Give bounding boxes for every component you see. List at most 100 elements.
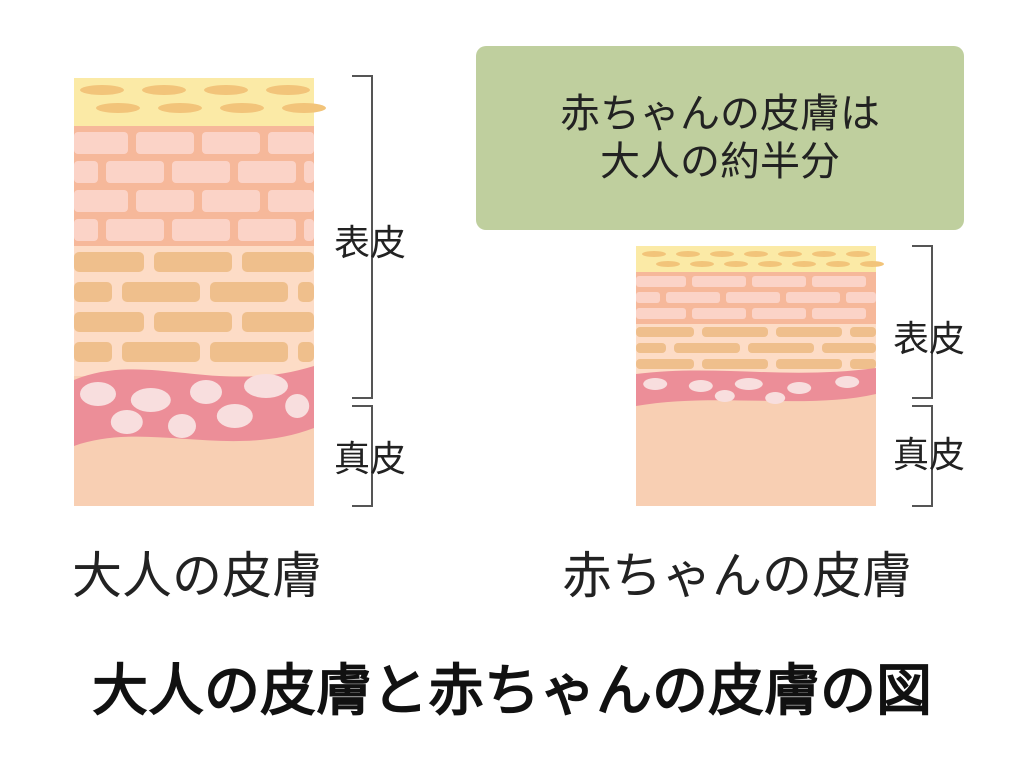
adult-upper-cell (238, 219, 296, 241)
adult-mid-cell (210, 282, 288, 302)
baby-basal-cell (765, 392, 786, 404)
adult-mid-cell (74, 312, 144, 332)
baby-basal-cell (688, 380, 713, 392)
callout-line-2: 大人の約半分 (600, 139, 840, 185)
adult-skin-cross-section (74, 78, 326, 506)
baby-upper-cell (636, 276, 686, 287)
baby-basal-cell (643, 378, 668, 390)
callout-box: 赤ちゃんの皮膚は 大人の約半分 (476, 46, 964, 230)
adult-upper-cell (106, 219, 164, 241)
baby-top-cell (758, 261, 782, 267)
baby-top-cell (826, 261, 850, 267)
baby-epidermis-bracket (912, 245, 933, 399)
baby-mid-cell (850, 359, 876, 369)
baby-top-cell (642, 251, 666, 257)
adult-top-cell (266, 85, 310, 95)
baby-dermis-label: 真皮 (893, 435, 966, 476)
callout-line-1: 赤ちゃんの皮膚は (560, 91, 880, 137)
adult-mid-cell (154, 252, 232, 272)
baby-mid-cell (776, 359, 842, 369)
baby-top-cell (724, 261, 748, 267)
adult-upper-cell (74, 132, 128, 154)
baby-upper-cell (786, 292, 840, 303)
adult-dermis-bracket (352, 405, 373, 507)
adult-basal-cell (216, 404, 253, 428)
adult-upper-cell (304, 219, 314, 241)
adult-upper-cell (238, 161, 296, 183)
adult-upper-cell (74, 219, 98, 241)
adult-epidermis-bracket (352, 75, 373, 399)
baby-top-cell (744, 251, 768, 257)
baby-mid-cell (748, 343, 814, 353)
baby-top-cell (690, 261, 714, 267)
adult-mid-cell (74, 342, 112, 362)
baby-top-cell (792, 261, 816, 267)
adult-basal-cell (168, 414, 196, 438)
adult-top-cell (158, 103, 202, 113)
adult-top-cell (80, 85, 124, 95)
adult-basal-cell (190, 380, 222, 404)
adult-mid-cell (122, 282, 200, 302)
diagram-title: 大人の皮膚と赤ちゃんの皮膚の図 (92, 659, 932, 724)
adult-basal-cell (110, 410, 143, 434)
adult-upper-cell (74, 190, 128, 212)
layer-brackets (352, 75, 933, 507)
adult-upper-cell (202, 132, 260, 154)
adult-mid-cell (74, 252, 144, 272)
baby-upper-cell (752, 308, 806, 319)
baby-upper-cell (752, 276, 806, 287)
baby-mid-cell (776, 327, 842, 337)
adult-basal-cell (244, 374, 288, 398)
baby-mid-cell (636, 327, 694, 337)
baby-top-cell (846, 251, 870, 257)
adult-top-cell (282, 103, 326, 113)
baby-mid-cell (636, 343, 666, 353)
baby-top-layer (636, 246, 876, 272)
adult-dermis-label: 真皮 (334, 439, 407, 480)
baby-mid-cell (822, 343, 876, 353)
adult-upper-cell (172, 219, 230, 241)
baby-upper-cell (666, 292, 720, 303)
adult-upper-cell (172, 161, 230, 183)
adult-mid-cell (242, 312, 314, 332)
baby-epidermis-label: 表皮 (893, 319, 966, 360)
baby-top-cell (778, 251, 802, 257)
baby-upper-cell (692, 276, 746, 287)
adult-mid-cell (242, 252, 314, 272)
baby-skin-caption: 赤ちゃんの皮膚 (562, 547, 912, 605)
adult-top-cell (96, 103, 140, 113)
baby-basal-cell (734, 378, 763, 390)
baby-upper-cell (726, 292, 780, 303)
baby-basal-cell (787, 382, 812, 394)
baby-top-cell (710, 251, 734, 257)
adult-top-cell (204, 85, 248, 95)
adult-mid-cell (122, 342, 200, 362)
baby-mid-cell (674, 343, 740, 353)
baby-mid-cell (850, 327, 876, 337)
adult-epidermis-label: 表皮 (334, 223, 407, 264)
baby-top-cell (812, 251, 836, 257)
adult-mid-cell (74, 282, 112, 302)
adult-upper-cell (304, 161, 314, 183)
adult-top-cell (142, 85, 186, 95)
adult-mid-cell (298, 282, 314, 302)
baby-top-cell (656, 261, 680, 267)
adult-top-cell (220, 103, 264, 113)
baby-upper-cell (636, 292, 660, 303)
baby-upper-cell (636, 308, 686, 319)
adult-upper-cell (136, 190, 194, 212)
baby-basal-cell (835, 376, 860, 388)
baby-mid-cell (702, 327, 768, 337)
adult-upper-cell (268, 190, 314, 212)
baby-skin-cross-section (636, 246, 884, 506)
baby-upper-cell (846, 292, 876, 303)
adult-upper-cell (74, 161, 98, 183)
adult-basal-cell (80, 382, 116, 406)
baby-mid-cell (636, 359, 694, 369)
baby-top-cell (676, 251, 700, 257)
adult-basal-cell (285, 394, 310, 418)
baby-basal-cell (714, 390, 735, 402)
adult-mid-cell (154, 312, 232, 332)
baby-upper-cell (812, 276, 866, 287)
